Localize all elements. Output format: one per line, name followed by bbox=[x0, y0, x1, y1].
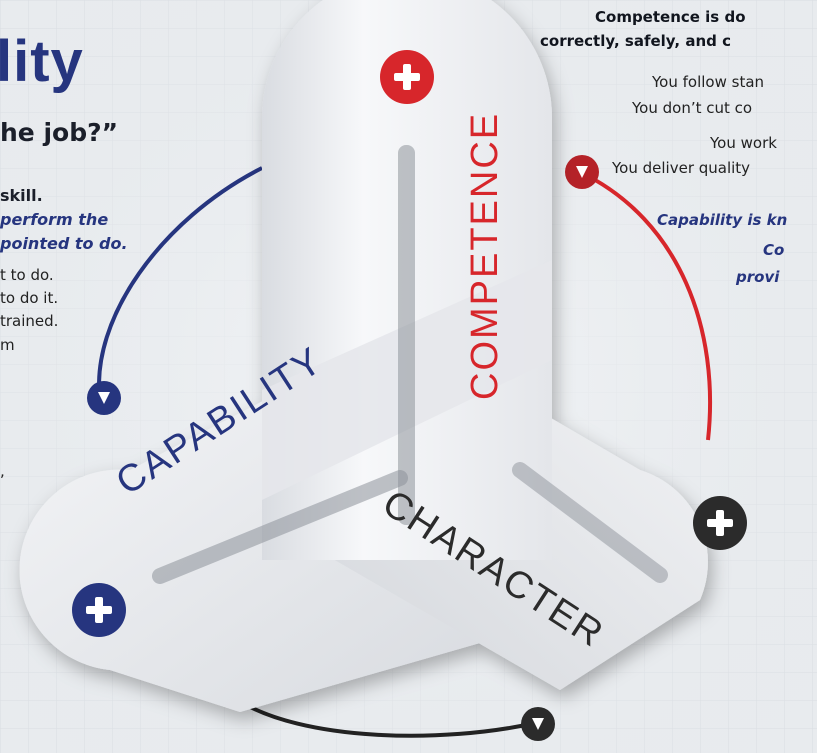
left-list-1: t to do. bbox=[0, 266, 54, 284]
cycle-arrow-competence bbox=[565, 155, 599, 189]
left-italic-2: pointed to do. bbox=[0, 234, 128, 253]
cycle-arc-capability bbox=[97, 166, 263, 401]
capability-plus-icon bbox=[72, 583, 126, 637]
left-skill-text: skill. bbox=[0, 186, 43, 205]
right-heading-1: Competence is do bbox=[595, 8, 746, 26]
right-line-4: You deliver quality bbox=[612, 159, 751, 177]
cycle-arrow-character bbox=[521, 707, 555, 741]
competence-slot bbox=[398, 145, 415, 525]
left-list-4: m bbox=[0, 336, 15, 354]
left-italic-1: perform the bbox=[0, 210, 109, 229]
character-plus-icon bbox=[693, 496, 747, 550]
right-line-1: You follow stan bbox=[652, 73, 765, 91]
cycle-arc-competence bbox=[579, 170, 713, 441]
right-italic-3: provi bbox=[736, 268, 780, 286]
right-line-2: You don’t cut co bbox=[632, 99, 753, 117]
right-heading-2: correctly, safely, and c bbox=[540, 32, 731, 50]
right-line-3: You work bbox=[710, 134, 777, 152]
left-question: he job?” bbox=[0, 118, 119, 147]
left-list-2: to do it. bbox=[0, 289, 59, 307]
right-italic-1: Capability is kn bbox=[657, 211, 788, 229]
right-italic-2: Co bbox=[763, 241, 785, 259]
competence-plus-icon bbox=[380, 50, 434, 104]
character-slot bbox=[512, 462, 668, 583]
left-title: lity bbox=[0, 29, 84, 94]
left-list-3: trained. bbox=[0, 312, 59, 330]
capability-slot bbox=[152, 470, 408, 584]
competence-label: COMPETENCE bbox=[464, 112, 506, 400]
left-trailing: , bbox=[0, 462, 5, 480]
cycle-arc-character bbox=[236, 698, 541, 738]
cycle-arrow-capability bbox=[87, 381, 121, 415]
